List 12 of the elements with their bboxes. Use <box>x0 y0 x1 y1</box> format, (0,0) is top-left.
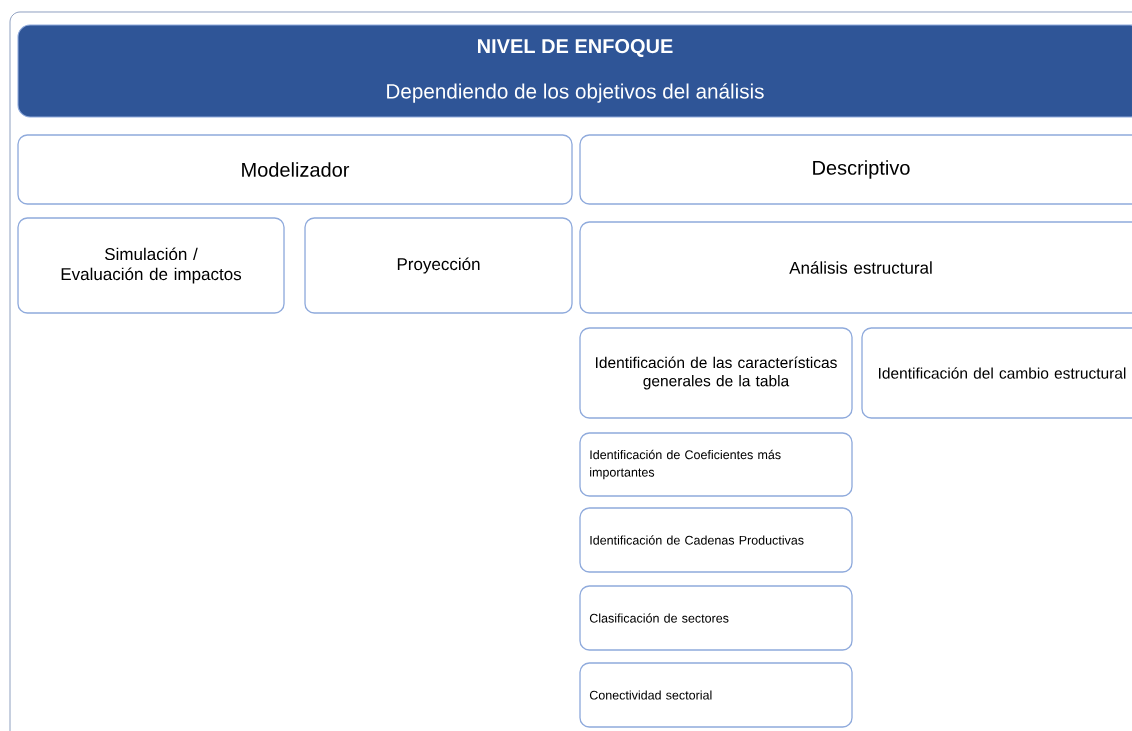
category-box: Identificación de Coeficientes más importantes <box>579 432 853 497</box>
category-box: Identificación de Cadenas Productivas <box>579 507 853 573</box>
category-box: Identificación de las características generales de la tabla <box>579 327 853 419</box>
category-box: Descriptivo <box>579 134 1132 205</box>
category-box: Proyección <box>304 217 573 314</box>
category-box: Modelizador <box>17 134 573 205</box>
category-box: Identificación del cambio estructural <box>861 327 1132 419</box>
header-band: NIVEL DE ENFOQUE Dependiendo de los objetivos del análisis <box>17 24 1132 118</box>
category-box: Clasificación de sectores <box>579 585 853 651</box>
category-box: Análisis estructural <box>579 221 1132 314</box>
category-box: Conectividad sectorial <box>579 662 853 728</box>
category-box: Simulación / Evaluación de impactos <box>17 217 285 314</box>
